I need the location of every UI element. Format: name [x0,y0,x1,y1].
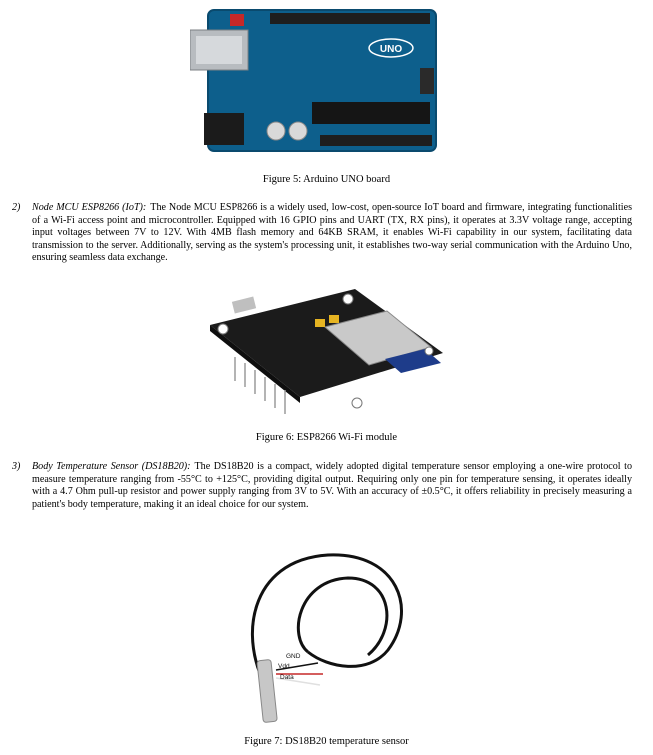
esp8266-image [205,285,448,419]
item-text: The Node MCU ESP8266 is a widely used, l… [32,202,632,264]
figure-6-caption: Figure 6: ESP8266 Wi-Fi module [255,432,398,443]
uno-logo: UNO [380,44,402,55]
item-text: The DS18B20 is a compact, widely adopted… [32,461,632,510]
item-number: 3) [12,461,21,472]
item-temperature-sensor: 3) Body Temperature Sensor (DS18B20):The… [12,461,632,511]
item-number: 2) [12,202,21,213]
arduino-uno-image: UNO [189,8,438,153]
wire-label-vdd: Vdd [278,663,290,670]
ds18b20-image: GND Vdd Data [228,540,425,730]
item-title: Body Temperature Sensor (DS18B20): [32,461,191,472]
item-title: Node MCU ESP8266 (IoT): [32,202,147,213]
wire-label-data: Data [280,674,294,681]
item-node-mcu: 2) Node MCU ESP8266 (IoT):The Node MCU E… [12,202,632,265]
figure-7-caption: Figure 7: DS18B20 temperature sensor [244,736,409,747]
wire-label-gnd: GND [286,653,301,660]
figure-5-caption: Figure 5: Arduino UNO board [262,174,391,185]
